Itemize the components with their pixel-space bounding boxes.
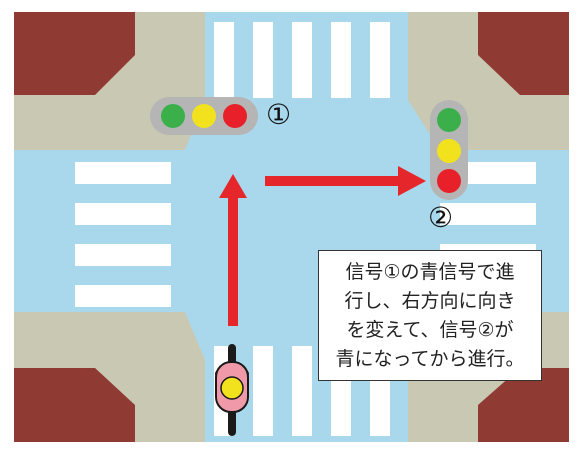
route-arrow-right-turn <box>265 166 426 196</box>
building-bottom-left <box>14 368 135 442</box>
caption-line: を変えて、信号②が <box>346 318 514 341</box>
signal-2-label: ② <box>428 201 454 234</box>
building-top-right <box>478 12 569 95</box>
caption-line: 青になってから進行。 <box>335 347 525 370</box>
caption-line: 信号①の青信号で進 <box>345 260 515 283</box>
building-top-left <box>14 12 135 95</box>
rider-helmet <box>220 376 244 400</box>
signal-1-red-lamp <box>223 104 247 128</box>
crosswalk-top <box>214 22 390 98</box>
signal-1-label: ① <box>266 98 292 131</box>
signal-2-green-lamp <box>437 108 461 132</box>
signal-1-green-lamp <box>161 104 185 128</box>
route-arrow-straight <box>219 174 247 326</box>
crosswalk-left <box>75 162 171 307</box>
traffic-signal-1 <box>150 97 258 135</box>
traffic-signal-2 <box>430 100 468 200</box>
caption-line: 行し、右方向に向き <box>344 289 516 312</box>
signal-2-red-lamp <box>437 169 461 193</box>
signal-2-yellow-lamp <box>437 139 461 163</box>
instruction-caption: 信号①の青信号で進 行し、右方向に向き を変えて、信号②が 青になってから進行。 <box>318 250 542 381</box>
building-bottom-right <box>478 368 569 442</box>
signal-1-yellow-lamp <box>192 104 216 128</box>
motorcycle-icon <box>215 344 249 436</box>
